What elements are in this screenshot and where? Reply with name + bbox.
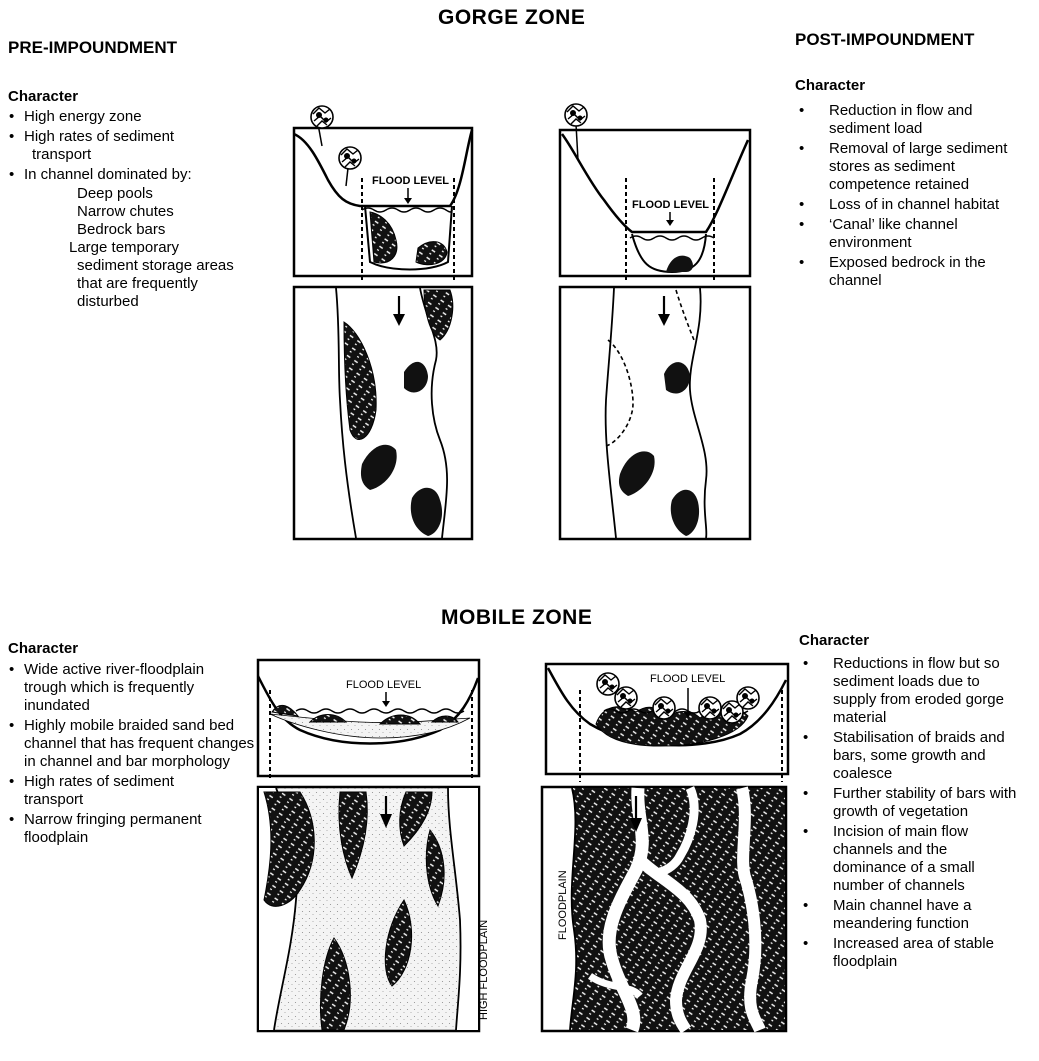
mobile-post-plan-view: FLOODPLAIN [542,787,786,1031]
tree-icon [653,697,675,719]
tree-icon [699,697,721,719]
flood-level-label: FLOOD LEVEL [372,175,449,187]
tree-icon [597,673,619,695]
tree-icon [615,687,637,709]
gorge-post-cross-section: FLOOD LEVEL [560,104,750,280]
high-floodplain-label: HIGH FLOODPLAIN [478,920,490,1020]
gorge-post-plan-view [560,287,750,539]
tree-icon [565,104,587,126]
flood-level-label: FLOOD LEVEL [632,199,709,211]
flood-level-label: FLOOD LEVEL [346,679,421,691]
flood-level-label: FLOOD LEVEL [650,673,725,685]
gorge-pre-cross-section: FLOOD LEVEL [294,106,472,280]
mobile-pre-plan-view: HIGH FLOODPLAIN [258,787,490,1031]
floodplain-label: FLOODPLAIN [557,870,569,940]
tree-icon [737,687,759,709]
gorge-pre-plan-view [294,287,472,539]
mobile-pre-cross-section: FLOOD LEVEL [258,660,479,780]
tree-icon [339,147,361,169]
mobile-post-cross-section: FLOOD LEVEL [546,664,788,782]
tree-icon [311,106,333,128]
